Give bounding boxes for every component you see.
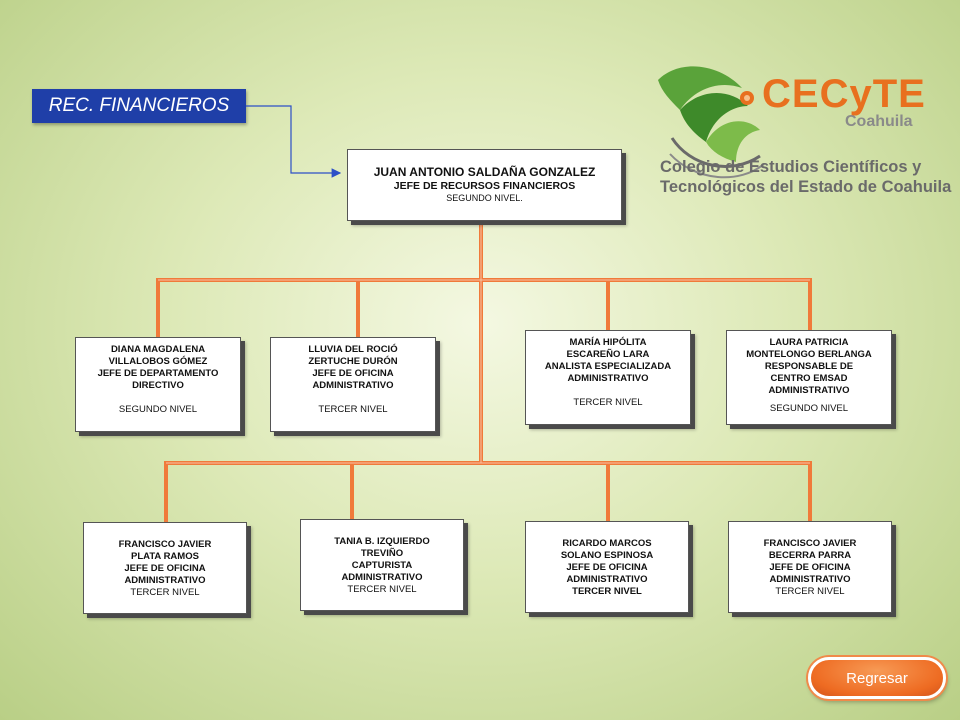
head-title: JEFE DE RECURSOS FINANCIEROS	[393, 180, 576, 192]
org-node: FRANCISCO JAVIER BECERRA PARRA JEFE DE O…	[728, 521, 892, 613]
node-level: TERCER NIVEL	[775, 586, 845, 597]
cecyte-logo-icon	[658, 66, 765, 179]
section-tag: REC. FINANCIEROS	[32, 89, 246, 123]
node-details: LAURA PATRICIA MONTELONGO BERLANGA RESPO…	[746, 337, 872, 396]
org-node: MARÍA HIPÓLITA ESCAREÑO LARA ANALISTA ES…	[525, 330, 691, 425]
node-details: DIANA MAGDALENA VILLALOBOS GÓMEZ JEFE DE…	[97, 344, 219, 391]
node-details: RICARDO MARCOS SOLANO ESPINOSA JEFE DE O…	[560, 538, 654, 597]
logo-line-1: Colegio de Estudios Científicos y	[660, 158, 922, 176]
tag-arrow	[246, 105, 342, 178]
node-level: SEGUNDO NIVEL	[769, 403, 849, 414]
org-node: LLUVIA DEL ROCIÓ ZERTUCHE DURÓN JEFE DE …	[270, 337, 436, 432]
node-details: FRANCISCO JAVIER BECERRA PARRA JEFE DE O…	[763, 538, 857, 585]
org-node: FRANCISCO JAVIER PLATA RAMOS JEFE DE OFI…	[83, 522, 247, 614]
node-details: TANIA B. IZQUIERDO TREVIÑO CAPTURISTA AD…	[334, 536, 430, 583]
org-node: LAURA PATRICIA MONTELONGO BERLANGA RESPO…	[726, 330, 892, 425]
org-node: TANIA B. IZQUIERDO TREVIÑO CAPTURISTA AD…	[300, 519, 464, 611]
node-details: MARÍA HIPÓLITA ESCAREÑO LARA ANALISTA ES…	[544, 337, 672, 384]
back-button[interactable]: Regresar	[808, 657, 946, 699]
org-node: RICARDO MARCOS SOLANO ESPINOSA JEFE DE O…	[525, 521, 689, 613]
node-level: TERCER NIVEL	[318, 404, 388, 415]
node-level: TERCER NIVEL	[347, 584, 417, 595]
org-node: DIANA MAGDALENA VILLALOBOS GÓMEZ JEFE DE…	[75, 337, 241, 432]
logo-state: Coahuila	[845, 113, 913, 130]
logo-brand: CECyTE	[762, 72, 926, 116]
node-level: TERCER NIVEL	[573, 397, 643, 408]
org-node-head: JUAN ANTONIO SALDAÑA GONZALEZ JEFE DE RE…	[347, 149, 622, 221]
node-details: FRANCISCO JAVIER PLATA RAMOS JEFE DE OFI…	[118, 539, 212, 586]
head-name: JUAN ANTONIO SALDAÑA GONZALEZ	[373, 165, 596, 179]
node-level: TERCER NIVEL	[130, 587, 200, 598]
node-details: LLUVIA DEL ROCIÓ ZERTUCHE DURÓN JEFE DE …	[308, 344, 398, 391]
logo-line-2: Tecnológicos del Estado de Coahuila	[660, 178, 952, 196]
node-level: SEGUNDO NIVEL	[118, 404, 198, 415]
head-level: SEGUNDO NIVEL.	[446, 193, 523, 203]
